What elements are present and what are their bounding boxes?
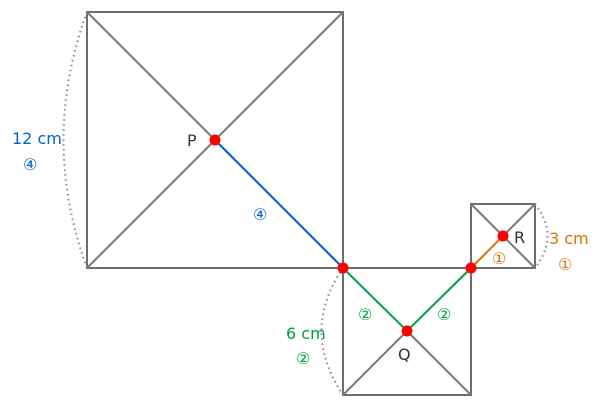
medium-square — [342, 267, 472, 396]
medium-side-length: 6 cm — [286, 324, 326, 343]
small-square — [470, 203, 536, 269]
medium-square-diagonal — [406, 330, 472, 396]
large-segment-ratio: ④ — [253, 205, 267, 224]
segment-r-orange — [470, 235, 504, 269]
medium-square-diagonal — [342, 330, 408, 396]
small-square-diagonal — [502, 203, 536, 237]
point-p — [209, 134, 221, 146]
large-square — [86, 11, 344, 269]
vertex-dot — [337, 262, 349, 274]
small-side-arc — [534, 203, 549, 269]
medium-segment-ratio-right: ② — [437, 305, 451, 324]
label-p: P — [187, 131, 197, 150]
point-r — [497, 230, 509, 242]
large-side-arc — [62, 11, 88, 269]
label-q: Q — [398, 345, 411, 364]
vertex-dot — [465, 262, 477, 274]
small-side-ratio: ① — [558, 255, 572, 274]
segment-p-blue — [214, 139, 344, 269]
small-side-length: 3 cm — [549, 229, 589, 248]
medium-segment-ratio-left: ② — [358, 305, 372, 324]
small-segment-ratio: ① — [492, 249, 506, 268]
point-q — [401, 325, 413, 337]
large-side-ratio: ④ — [23, 155, 37, 174]
label-r: R — [514, 228, 525, 247]
medium-side-ratio: ② — [296, 349, 310, 368]
large-side-length: 12 cm — [12, 129, 62, 148]
